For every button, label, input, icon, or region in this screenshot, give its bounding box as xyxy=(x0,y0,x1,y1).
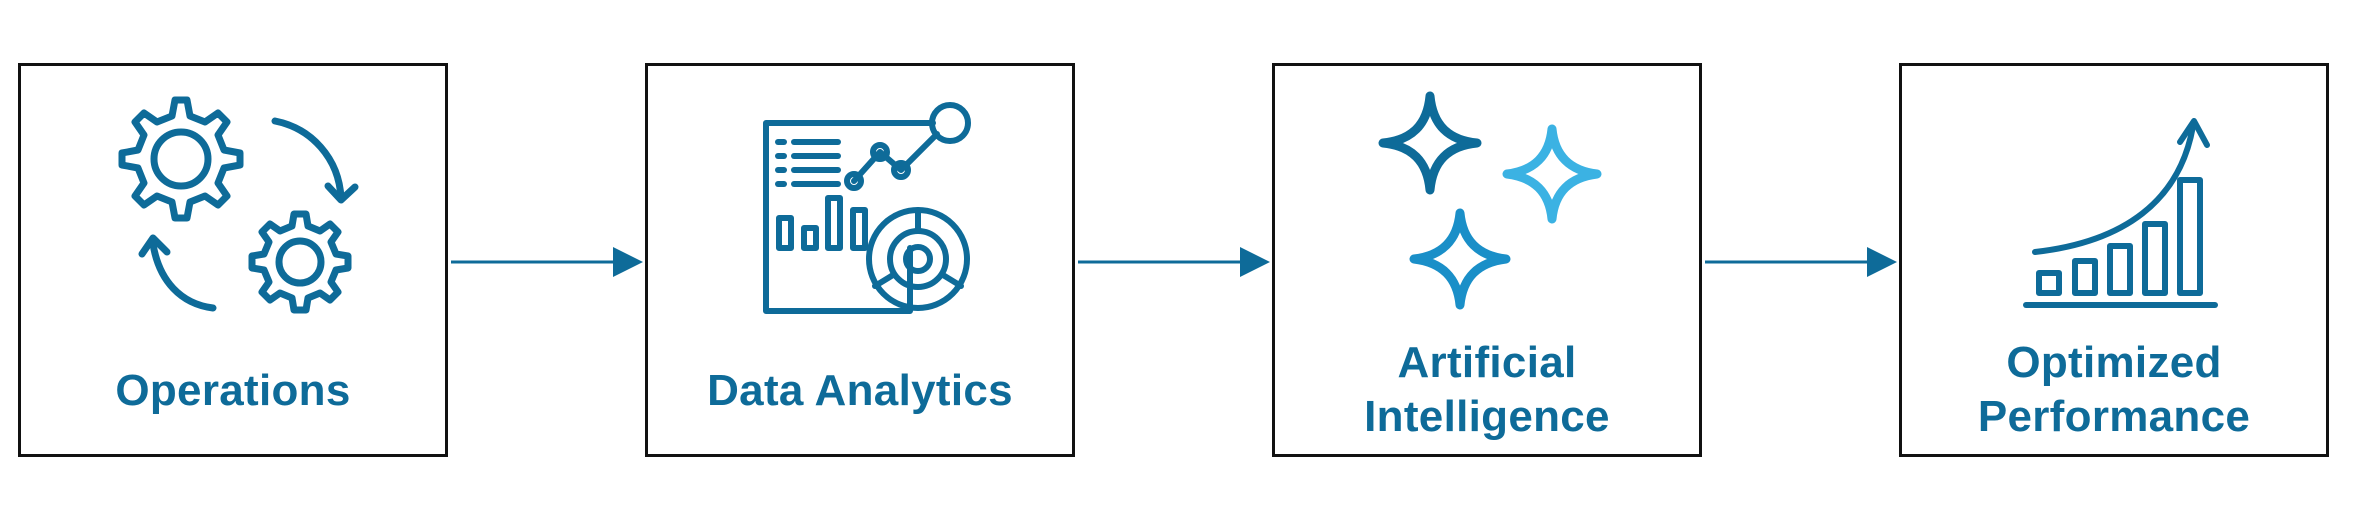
step-label-line-1: Artificial xyxy=(1397,338,1577,387)
step-optimized-performance: Optimized Performance xyxy=(1899,63,2329,457)
step-label-line-2: Performance xyxy=(1977,392,2251,441)
step-artificial-intelligence: Artificial Intelligence xyxy=(1272,63,1702,457)
gears-cycle-icon xyxy=(118,96,359,314)
growth-chart-icon xyxy=(2023,118,2218,308)
analytics-dashboard-icon xyxy=(763,102,971,314)
step-label: Operations xyxy=(115,366,351,415)
step-label: Data Analytics xyxy=(707,366,1013,415)
step-operations: Operations xyxy=(18,63,448,457)
step-data-analytics: Data Analytics xyxy=(645,63,1075,457)
sparkles-icon xyxy=(1378,91,1602,310)
step-label-line-1: Optimized xyxy=(2006,338,2222,387)
step-label-line-2: Intelligence xyxy=(1364,392,1610,441)
